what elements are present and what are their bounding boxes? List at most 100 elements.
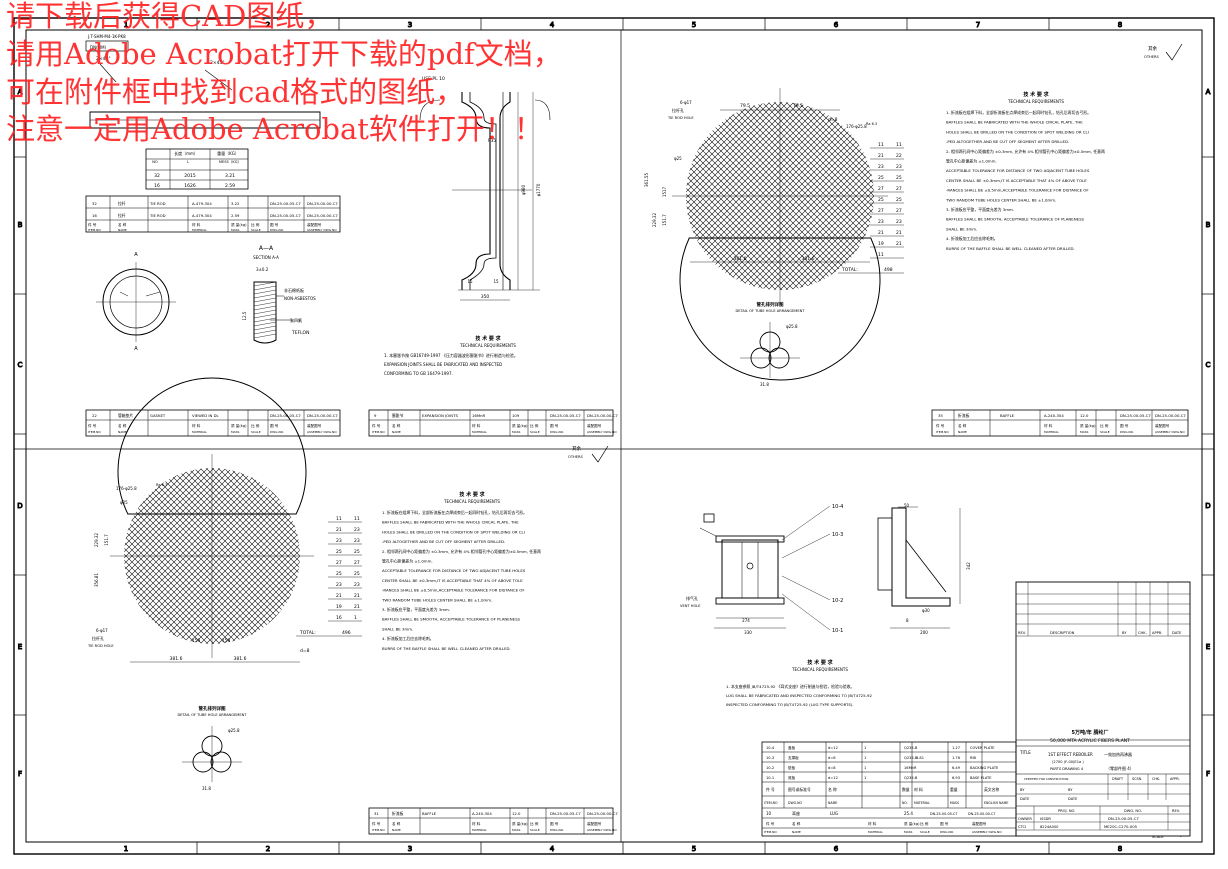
hole-count: 176-φ25.8: [846, 124, 867, 129]
tech-line: 1. 折流板在组焊下料，全部折流板在点焊成束后一起同时钻孔，钻孔后再切去弓形。: [382, 510, 527, 515]
parts-head-en: ENGLISH NAME: [984, 801, 1008, 805]
tech-title-cn: 技 术 要 求: [475, 335, 501, 342]
parts-head-cn: 图号或标准号: [788, 787, 811, 792]
parts-cell: 1: [864, 766, 866, 770]
bom-head-en: MATERIAL: [868, 830, 883, 834]
hatch-a: [686, 102, 771, 290]
baffle-bom-cell: DN-25-00-00-C7: [1155, 413, 1186, 418]
dim-50: 50: [904, 503, 910, 508]
bom-head-en: SCALE: [530, 430, 540, 434]
roughness-mark: Ra 6.3: [866, 122, 877, 126]
hatch-b: [124, 468, 203, 644]
hatch-a: [869, 102, 874, 290]
bom-head-cn: 名 称: [392, 821, 401, 826]
row-count-right: 23: [354, 527, 360, 533]
hatch-a: [797, 102, 874, 290]
parts-cell: Q235-B: [904, 776, 918, 780]
row-count-left: 23: [336, 538, 342, 544]
tube-diam: φ25.8: [228, 728, 240, 733]
lug-bom-no: 10: [766, 811, 772, 816]
tech-line: 2. 相邻两孔间中心距偏差为 ±0.3mm, 允许有 4% 相邻管孔中心距偏差为…: [946, 149, 1105, 154]
vent-plug: [703, 513, 715, 523]
lug-bom-mass: 25.4: [904, 811, 913, 816]
tie-rod-bom-box: [85, 195, 341, 233]
rest-label: 其余: [572, 445, 581, 452]
date-label: DATE: [1020, 797, 1030, 801]
parts-cell: 16MnR: [904, 766, 917, 770]
tech-title-en: TECHNICAL REQUIREMENTS: [791, 667, 848, 672]
tech-line: 1. 折流板在组焊下料，全部折流板在点焊成束后一起同时钻孔，钻孔后再切去弓形。: [946, 110, 1091, 115]
rev-head: DATE: [1172, 631, 1182, 635]
col-number-top: 7: [976, 21, 980, 29]
hatch-a: [785, 102, 874, 290]
dim-phi-25: φ25: [674, 156, 682, 161]
hatch-b: [809, 102, 874, 290]
bom-head-en: MATERIAL: [192, 228, 207, 232]
tie-rod-body: [89, 111, 321, 129]
bom-head-cn: 件 号: [372, 821, 381, 826]
parts-cell: d=12: [828, 746, 838, 750]
total-value: 496: [342, 630, 351, 636]
total-value: 498: [884, 267, 893, 273]
col-number-bottom: 6: [834, 845, 839, 853]
col-number-bottom: 3: [408, 845, 412, 853]
row-count-left: 21: [878, 153, 884, 159]
bellows-left-outer: [461, 92, 491, 290]
tie-rod-gasket-quadrant: J.T-SHM-M4-1K-PK8DN(MM)2×45°2×45°长度（mm）重…: [85, 34, 341, 437]
surface-finish-mark: [591, 445, 609, 463]
outer-border: [13, 17, 1215, 855]
hatch-b: [876, 96, 1076, 296]
bom-head-cn: 件 号: [372, 423, 381, 428]
bom-head-en: NAME: [792, 830, 801, 834]
tie-hole-count: 6-φ17: [680, 100, 692, 105]
hatch-b: [869, 102, 874, 290]
bom-head-cn: 图 号: [270, 222, 279, 227]
tech-line: ACCEPTABLE TOLERANCE FOR DISTANCE OF TWO…: [382, 568, 526, 573]
bom-head-en: NAME: [118, 228, 127, 232]
baffle-bom-box-1: [931, 409, 1189, 437]
bom-head-cn: 件 号: [936, 423, 945, 428]
tie-rod-bom-cell: TIE ROD: [149, 213, 166, 218]
bom-head-cn: 名 称: [792, 821, 801, 826]
length-table-box: [145, 148, 249, 190]
bom-head-en: MATERIAL: [472, 430, 487, 434]
title-en-3: PARTS DRAWING 4: [1050, 767, 1084, 771]
by-label-2: BY: [1068, 788, 1073, 792]
tie-rod-tag: J.T-SHM-M4-1K-PK8: [87, 34, 126, 39]
bom-head-en: MASS: [512, 430, 521, 434]
row-count-right: 21: [354, 593, 360, 599]
watermark-line-2: 请用Adobe Acrobat打开下载的pdf文档，: [6, 37, 562, 71]
lug-bom-en: LUG: [830, 811, 838, 816]
baffle-bom-cell: 31: [374, 811, 379, 816]
bom-head-cn: 比 例: [530, 821, 539, 826]
bom-head-en: DWG.NO.: [270, 430, 284, 434]
gasket-leaders: [119, 291, 161, 297]
inner-border: [25, 29, 1203, 843]
bom-head-en: MASS: [231, 228, 240, 232]
hatch-b: [229, 468, 300, 644]
row-count-left: 11: [336, 516, 342, 522]
dwg-value: DN-25-00-05-C7: [1108, 816, 1139, 821]
expansion-bom-cell: 16MnR: [472, 413, 486, 418]
tech-line: SHALL BE 3mm.: [946, 226, 977, 231]
hatch-a: [211, 468, 300, 644]
hatch-a: [295, 468, 300, 644]
bom-head-en: SCALE: [920, 830, 930, 834]
dim-151-7: 151.7: [662, 214, 667, 226]
baffle-bom-cell: A-240-304: [1044, 413, 1064, 418]
col-number-bottom: 2: [266, 845, 270, 853]
tie-rod-bom-cell: TIE ROD: [149, 201, 166, 206]
row-count-left: 27: [878, 208, 884, 214]
bom-head-cn: 比 例: [251, 423, 260, 428]
row-letter-right: A: [1206, 88, 1211, 96]
hatch-b: [295, 468, 300, 644]
section-hatch: [253, 305, 277, 311]
hatch-a: [124, 468, 197, 644]
bom-head-en: MATERIAL: [192, 430, 207, 434]
tech-line: 管孔中心距偏差为 ±1.0mm.: [946, 159, 997, 164]
hatch-b: [124, 468, 185, 644]
tech-line: ACCEPTABLE TOLERANCE FOR DISTANCE OF TWO…: [946, 168, 1090, 173]
teflon-cn: 聚四氟: [290, 317, 302, 323]
hatch-b: [205, 468, 300, 644]
